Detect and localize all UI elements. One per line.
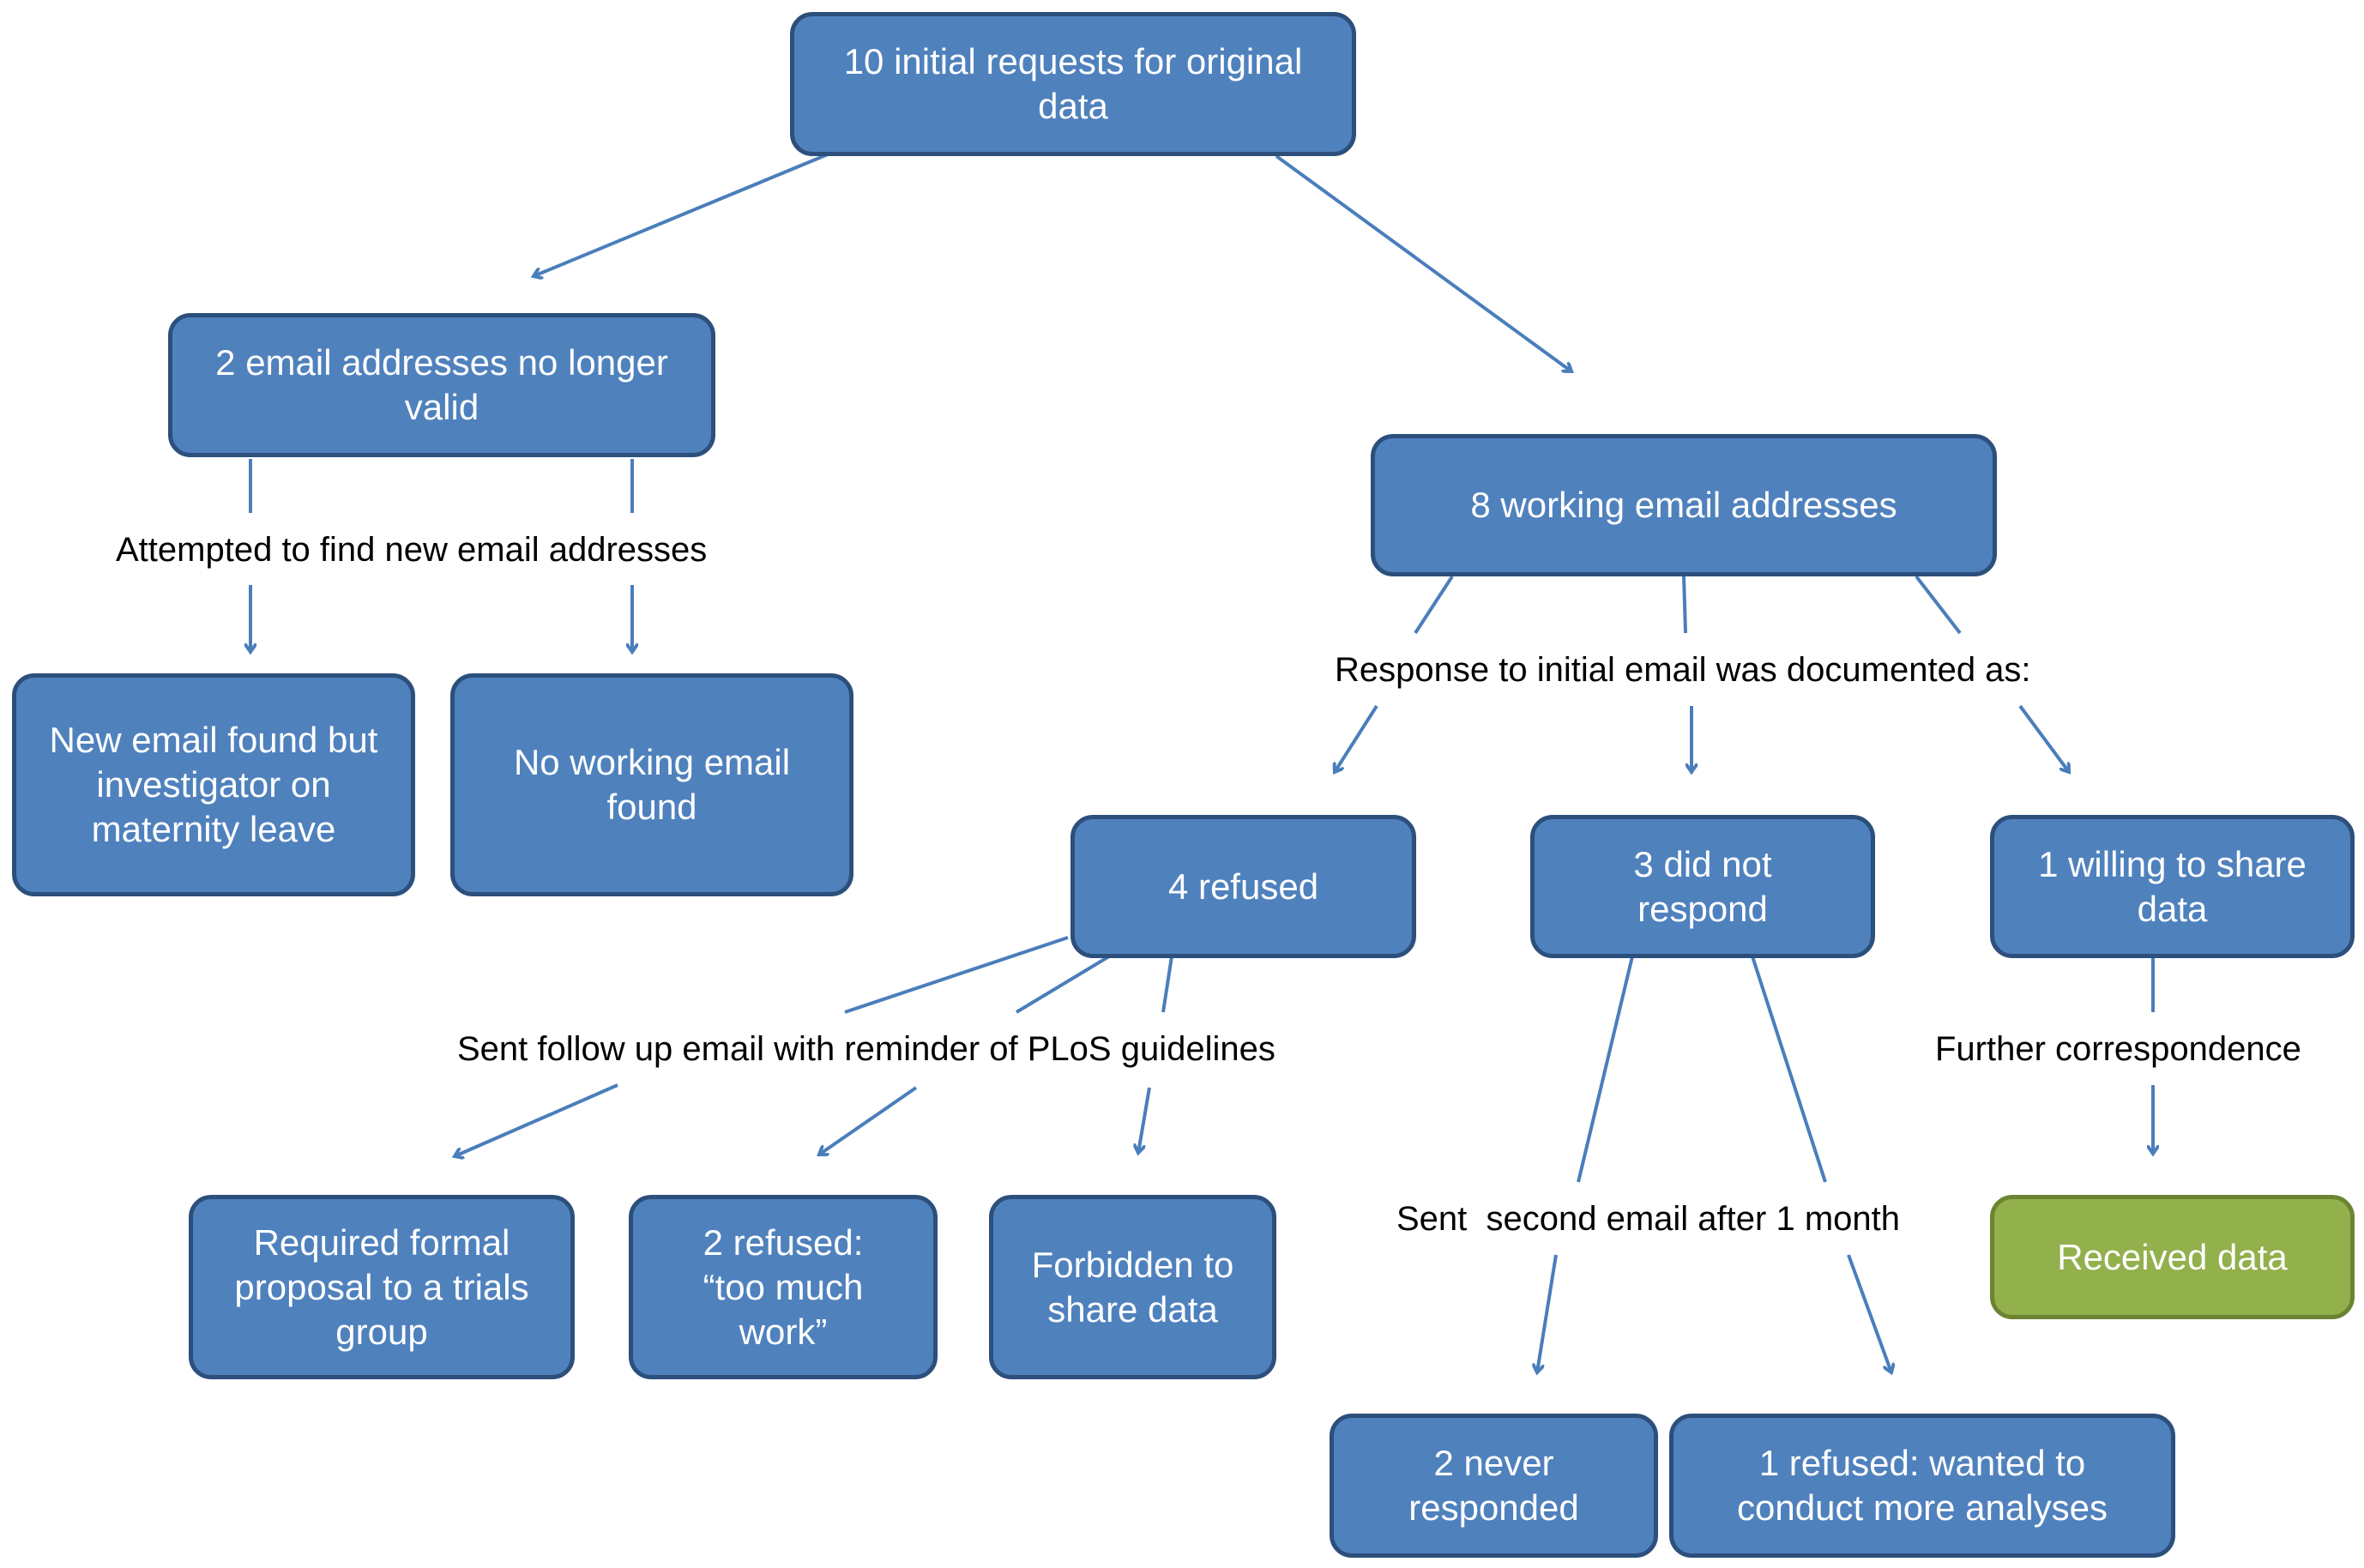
box-formal-proposal: Required formal proposal to a trials gro…	[189, 1195, 575, 1379]
arrow-to-forbidden	[1138, 1087, 1151, 1153]
arrow-to-formal-proposal	[455, 1083, 618, 1156]
line-refused-left	[844, 936, 1069, 1014]
box-invalid-emails: 2 email addresses no longer valid	[168, 313, 715, 457]
box-working-emails: 8 working email addresses	[1371, 434, 1997, 576]
label-further-correspondence: Further correspondence	[1928, 1028, 2308, 1070]
line-not-respond-right	[1751, 956, 1827, 1183]
box-initial-requests: 10 initial requests for original data	[790, 12, 1356, 156]
box-no-working-email: No working email found	[450, 673, 853, 896]
arrow-to-never-responded	[1537, 1254, 1558, 1372]
label-follow-up: Sent follow up email with reminder of PL…	[450, 1028, 1282, 1070]
box-did-not-respond: 3 did not respond	[1530, 815, 1875, 958]
line-working-mid	[1682, 576, 1687, 634]
line-not-respond-left	[1577, 956, 1634, 1183]
line-working-left	[1414, 575, 1454, 635]
line-refused-mid	[1015, 955, 1111, 1014]
arrow-to-willing	[2018, 704, 2069, 772]
box-forbidden: Forbidden to share data	[989, 1195, 1276, 1379]
box-refused-4: 4 refused	[1070, 815, 1416, 958]
box-too-much-work: 2 refused: “too much work”	[629, 1195, 938, 1379]
box-willing-to-share: 1 willing to share data	[1990, 815, 2355, 958]
label-response-documented: Response to initial email was documented…	[1328, 649, 2038, 691]
arrow-to-refused-4	[1335, 704, 1378, 772]
line-working-right	[1915, 575, 1962, 635]
label-second-email: Sent second email after 1 month	[1390, 1198, 1907, 1239]
label-attempted: Attempted to find new email addresses	[109, 529, 715, 570]
arrow-to-too-much-work	[819, 1086, 918, 1155]
box-more-analyses: 1 refused: wanted to conduct more analys…	[1669, 1414, 2175, 1558]
arrow-to-working-emails	[1275, 154, 1571, 371]
arrow-to-more-analyses	[1847, 1254, 1891, 1372]
box-maternity-leave: New email found but investigator on mate…	[12, 673, 415, 896]
arrow-to-invalid-emails	[534, 153, 829, 276]
line-refused-right	[1161, 956, 1173, 1013]
box-never-responded: 2 never responded	[1330, 1414, 1658, 1558]
box-received-data: Received data	[1990, 1195, 2355, 1319]
